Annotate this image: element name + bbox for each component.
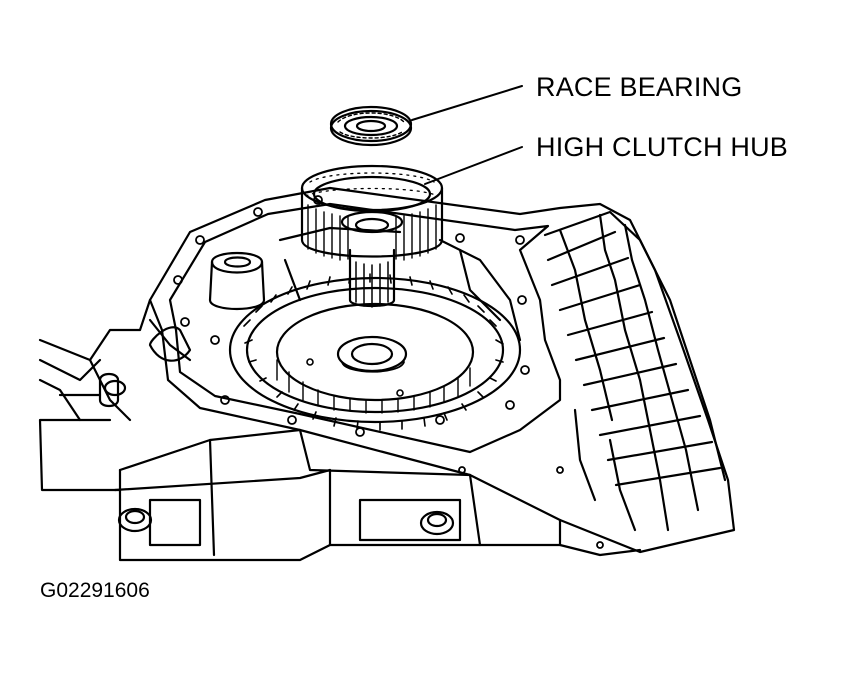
high-clutch-hub	[300, 164, 444, 308]
figure-code: G02291606	[40, 579, 150, 602]
race-bearing	[329, 105, 413, 147]
ring-gear	[228, 273, 522, 431]
leader-line-high-clutch-hub	[424, 146, 523, 185]
callout-race-bearing: RACE BEARING	[536, 72, 743, 102]
transmission-case	[38, 186, 736, 562]
callout-high-clutch-hub: HIGH CLUTCH HUB	[536, 132, 789, 162]
case-bosses	[103, 379, 455, 536]
leader-line-race-bearing	[411, 85, 523, 121]
flange-bolt-holes	[173, 195, 604, 549]
